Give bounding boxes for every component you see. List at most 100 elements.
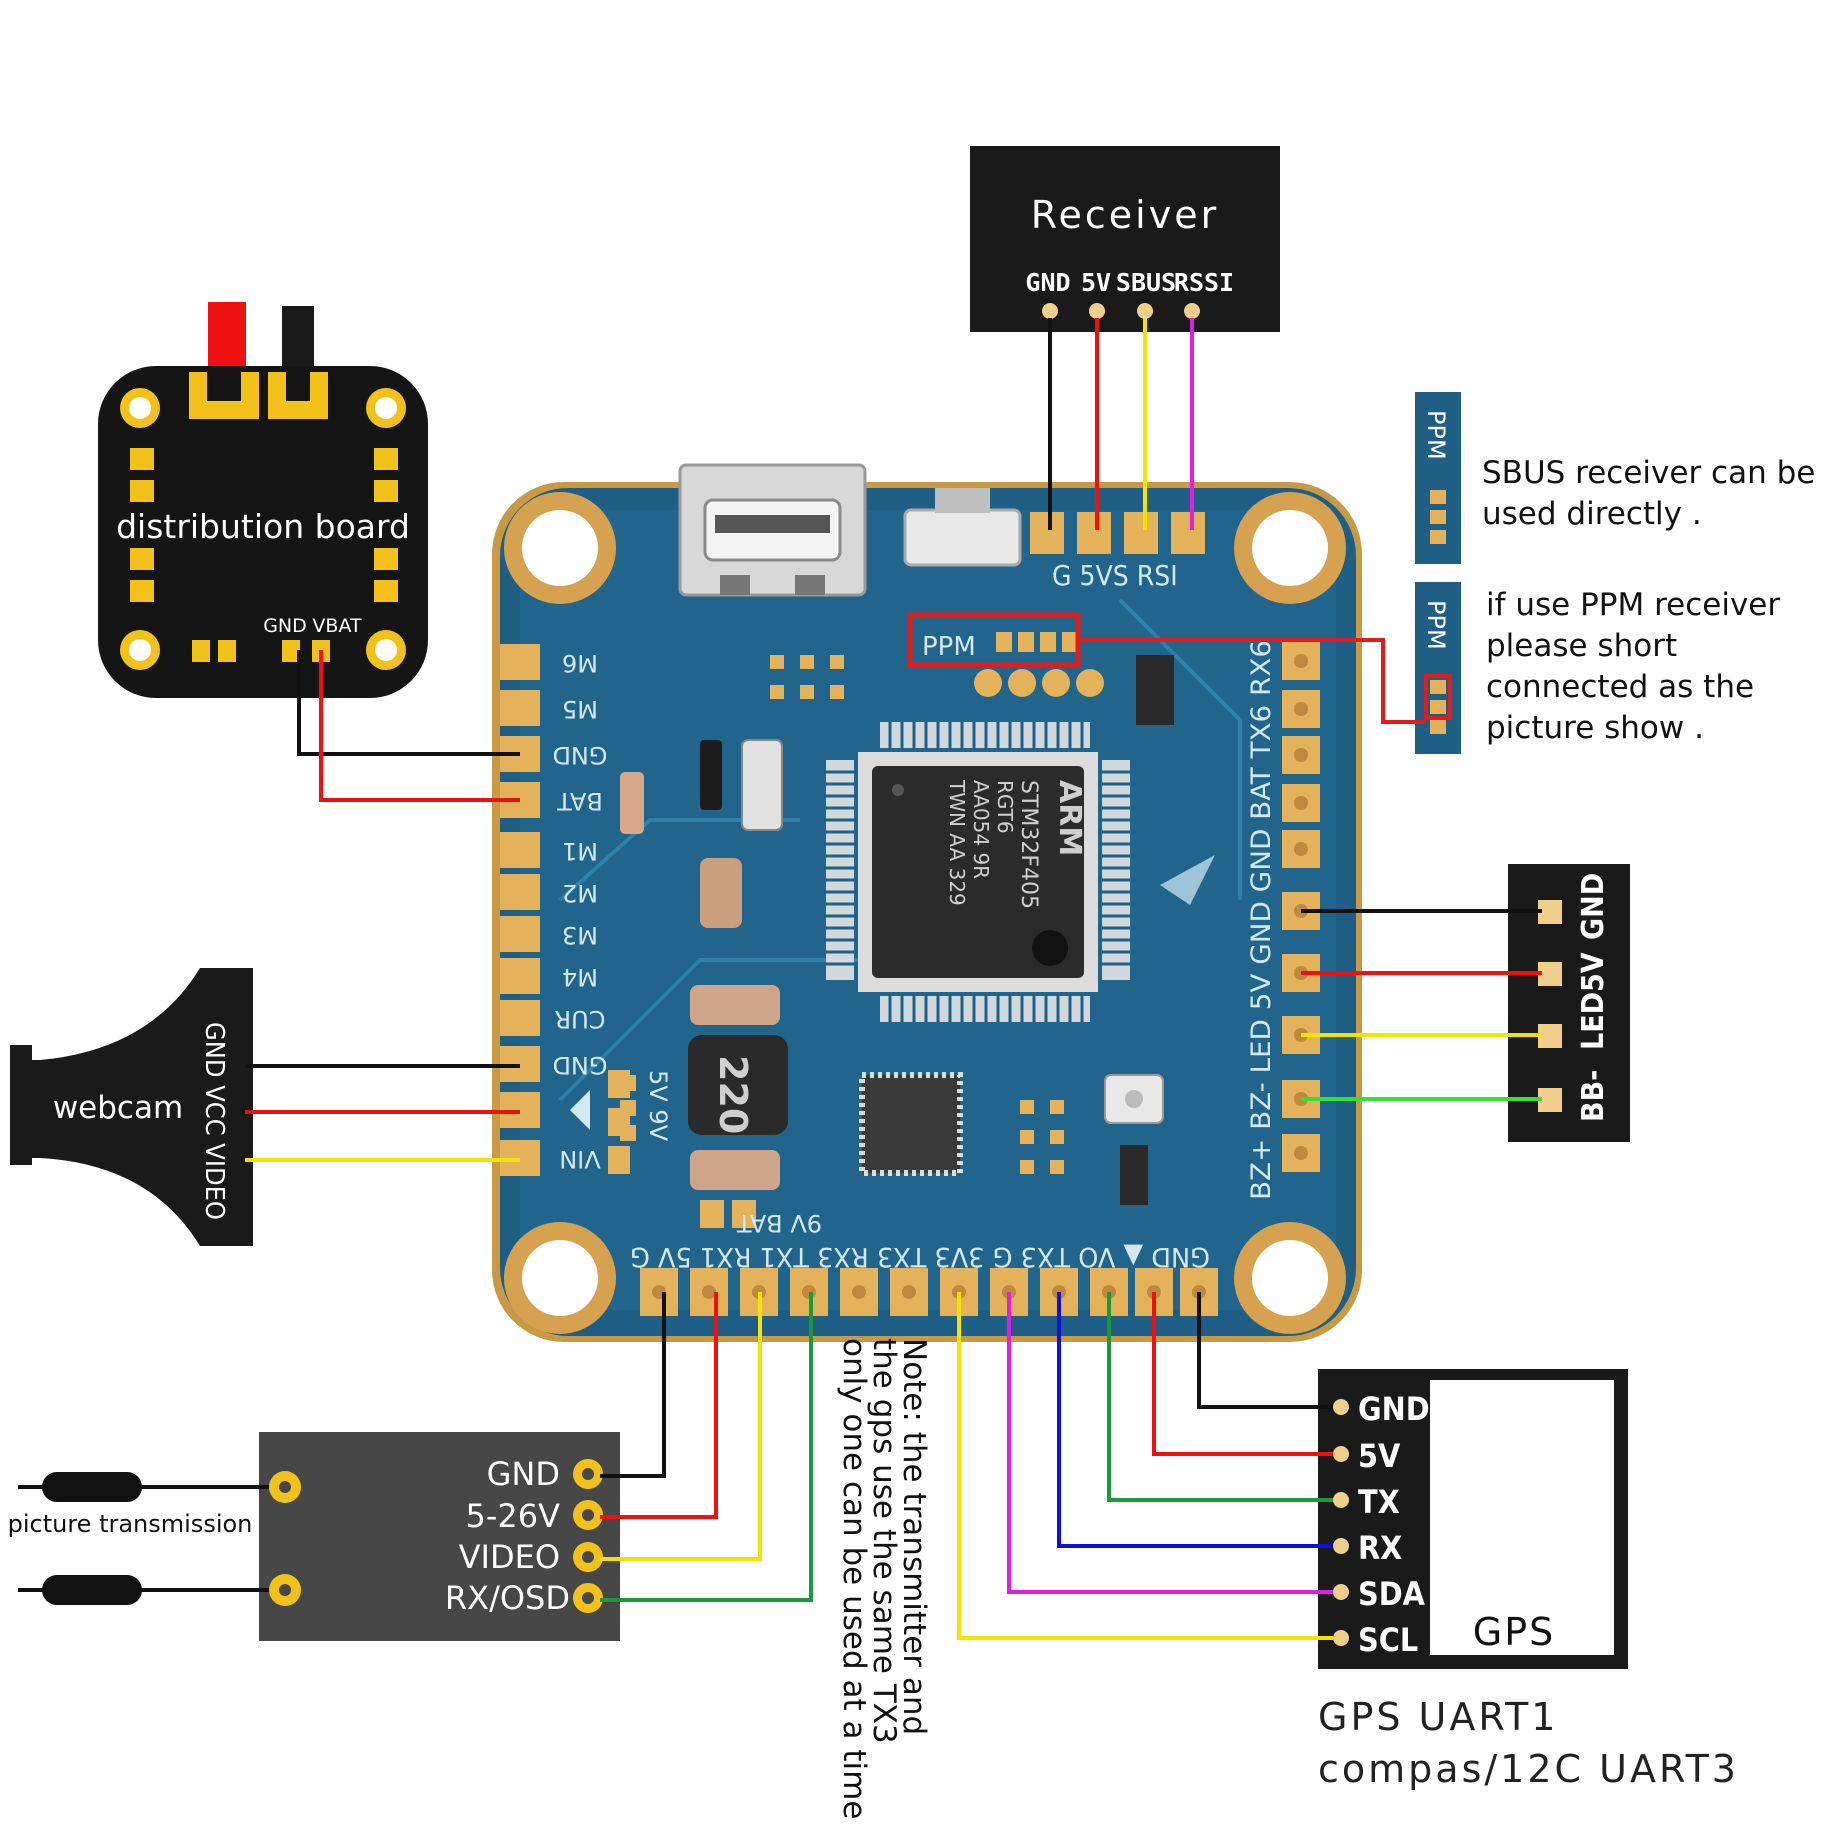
mount-hole-bottom-left [504, 1222, 616, 1334]
pad-label-bat-left: BAT [557, 787, 603, 815]
pad-label-m4: M4 [562, 963, 598, 991]
webcam: webcam GND VCC VIDEO [10, 968, 253, 1246]
bottom-pads-label: GND ▲ VO TX3 G 3V3 TX3 RX3 TX1 RX1 5V G [630, 1241, 1210, 1272]
receiver-title: Receiver [1031, 193, 1219, 237]
gps-module: GPS GND 5V TX RX SDA SCL [1318, 1369, 1628, 1669]
ppm-note-line4: picture show . [1486, 710, 1704, 746]
webcam-pins-label: GND VCC VIDEO [199, 1022, 229, 1220]
gps-caption-line1: GPS UART1 [1318, 1695, 1558, 1739]
ppm-pads: PPM [922, 632, 1078, 662]
gps-pin-gnd: GND [1358, 1390, 1430, 1428]
receiver-pin-rssi: RSSI [1174, 268, 1234, 297]
receiver-pin-sbus: SBUS [1116, 268, 1176, 297]
pad-label-m6: M6 [562, 649, 598, 677]
vtx-antennas [18, 1472, 269, 1605]
gps-pin-5v: 5V [1358, 1437, 1401, 1475]
voltage-jumper: 5V 9V [570, 1070, 672, 1174]
led-strip-module: BB- LED 5V GND [1508, 864, 1630, 1142]
receiver-pads [1030, 512, 1205, 554]
board-logo [1160, 855, 1215, 905]
mount-hole-top-left [504, 492, 616, 604]
led-pin-bb: BB- [1576, 1070, 1611, 1122]
vtx-pin-video: VIDEO [459, 1538, 560, 1576]
ppm-pointer-line [1078, 638, 1426, 724]
inductor: 220 [688, 1035, 788, 1135]
boot-button [903, 488, 1022, 567]
led-pin-gnd: GND [1576, 873, 1611, 940]
sbus-note-line1: SBUS receiver can be [1482, 455, 1815, 491]
pad-label-cur: CUR [555, 1005, 606, 1033]
inductor-label: 220 [711, 1055, 755, 1134]
bat-jumper: 9V BAT [700, 1200, 822, 1237]
bottom-pad-row [640, 1268, 1218, 1316]
vtx-side-label: picture transmission [8, 1510, 253, 1538]
mcu-label-4: AA054 9R [969, 780, 993, 879]
transmitter-note: Note: the transmitter and the gps use th… [836, 1338, 932, 1819]
gps-pin-tx: TX [1358, 1483, 1400, 1521]
gps-pin-rx: RX [1358, 1529, 1402, 1567]
ppm-tag: PPM [1415, 582, 1461, 754]
pad-label-vin: VIN [559, 1145, 600, 1173]
receiver-module: Receiver GND 5V SBUS RSSI [970, 146, 1280, 332]
receiver-wires [1048, 318, 1194, 530]
vtx-pin-5-26v: 5-26V [465, 1497, 560, 1535]
top-pads-label: G 5VS RSI [1052, 559, 1178, 592]
led-pin-5v: 5V [1576, 952, 1611, 992]
mount-hole-bottom-right [1234, 1222, 1346, 1334]
sbus-note-line2: used directly . [1482, 496, 1702, 532]
transmitter-note-line2: the gps use the same TX3 [866, 1338, 902, 1744]
distribution-pin-gnd: GND [263, 615, 307, 637]
ppm-note-line3: connected as the [1486, 669, 1754, 705]
ppm-tag-label: PPM [1422, 600, 1450, 650]
barometer [1104, 1074, 1164, 1124]
pad-label-m3: M3 [562, 921, 598, 949]
gps-wires [957, 1292, 1333, 1640]
distribution-board: distribution board GND VBAT [98, 302, 428, 698]
vtx-pin-rx-osd: RX/OSD [445, 1579, 570, 1617]
distribution-board-label: distribution board [116, 507, 410, 546]
right-pads-label: BZ+ BZ- LED 5V GND GND BAT TX6 RX6 [1246, 640, 1277, 1200]
mount-hole-top-right [1234, 492, 1346, 604]
ppm-board-label: PPM [922, 632, 976, 662]
vtx-wires [600, 1292, 813, 1602]
right-pad-column [1282, 642, 1320, 1172]
ppm-note-line1: if use PPM receiver [1486, 587, 1780, 623]
sbus-tag-label: PPM [1422, 410, 1450, 460]
usb-connector [678, 463, 867, 597]
battery-wires [297, 650, 520, 802]
led-pin-led: LED [1576, 992, 1611, 1050]
pad-label-gnd-video: GND [552, 1051, 607, 1079]
ppm-note-line2: please short [1486, 628, 1677, 664]
mcu-label-2: STM32F405 [1016, 780, 1041, 909]
video-transmitter: GND 5-26V VIDEO RX/OSD [259, 1432, 620, 1641]
led-wires [1301, 909, 1542, 1101]
vtx-pin-gnd: GND [487, 1455, 560, 1493]
pad-label-m1: M1 [562, 837, 598, 865]
gps-caption-line2: compas/12C UART3 [1318, 1747, 1739, 1791]
webcam-label: webcam [53, 1090, 183, 1126]
mcu-label-5: TWN AA 329 [945, 779, 969, 906]
ppm-solder-dots [974, 669, 1104, 697]
receiver-pin-5v: 5V [1081, 268, 1111, 297]
bat-jumper-label: 9V BAT [737, 1209, 822, 1237]
pad-label-m2: M2 [562, 879, 598, 907]
left-pad-labels: M6 M5 GND BAT M1 M2 M3 M4 CUR GND VIN [552, 649, 607, 1173]
capacitors [620, 655, 1174, 1205]
transmitter-note-line3: only one can be used at a time [836, 1338, 872, 1819]
gyro-chip [859, 1072, 963, 1176]
sbus-tag: PPM [1415, 392, 1461, 564]
webcam-wires [245, 1064, 520, 1162]
receiver-pin-gnd: GND [1025, 268, 1070, 297]
transmitter-note-line1: Note: the transmitter and [896, 1338, 932, 1735]
voltage-left-label: 5V 9V [644, 1070, 672, 1142]
smd-pads [620, 655, 1064, 1174]
gps-label: GPS [1473, 1610, 1555, 1654]
mcu-label-3: RGT6 [993, 780, 1017, 834]
pad-label-m5: M5 [562, 695, 598, 723]
gps-pin-scl: SCL [1358, 1621, 1418, 1659]
crystal [741, 739, 783, 831]
mcu-label-1: ARM [1052, 780, 1087, 856]
distribution-pin-vbat: VBAT [312, 615, 362, 637]
gps-pin-sda: SDA [1358, 1575, 1426, 1613]
